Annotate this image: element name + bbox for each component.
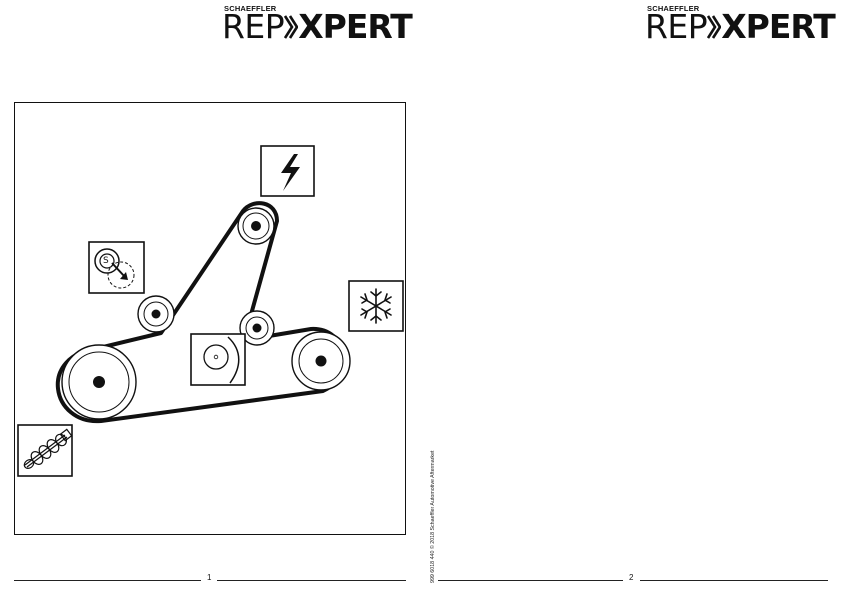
idler-pulley-left: [137, 295, 175, 333]
logo-xpert: XPERT: [721, 7, 836, 46]
footer-rule-left: [14, 580, 201, 581]
logo-xpert: XPERT: [298, 7, 413, 46]
idler-pulley-right: [239, 310, 275, 346]
document-reference-note: 999 6018 440 © 2018 Schaeffler Automotiv…: [430, 450, 436, 584]
footer-rule-right: [640, 580, 828, 581]
page-number: 2: [629, 573, 634, 582]
air-conditioning-snowflake-icon: [348, 280, 404, 332]
schaeffler-wordmark: SCHAEFFLER: [647, 4, 700, 13]
logo-chevron-icon: [707, 15, 722, 39]
repxpert-wordmark: REP XPERT: [645, 7, 836, 46]
repxpert-wordmark: REP XPERT: [222, 7, 413, 46]
footer-rule-right: [217, 580, 406, 581]
logo-rep: REP: [222, 7, 285, 46]
alternator-pulley: [237, 207, 275, 245]
air-conditioning-compressor-pulley: [291, 331, 351, 391]
logo-rep: REP: [645, 7, 708, 46]
page-number: 1: [207, 573, 212, 582]
belt-routing-diagram: S: [14, 102, 406, 535]
tensioner-icon: [190, 333, 246, 386]
schaeffler-wordmark: SCHAEFFLER: [224, 4, 277, 13]
belt-routing-svg: S: [17, 145, 404, 477]
crankshaft-icon: [17, 424, 73, 477]
alternator-lightning-icon: [260, 145, 315, 197]
logo-chevron-icon: [284, 15, 299, 39]
footer-rule-left: [438, 580, 623, 581]
power-steering-pump-icon: S: [88, 241, 145, 294]
svg-text:S: S: [103, 256, 109, 266]
crankshaft-pulley: [61, 344, 137, 420]
